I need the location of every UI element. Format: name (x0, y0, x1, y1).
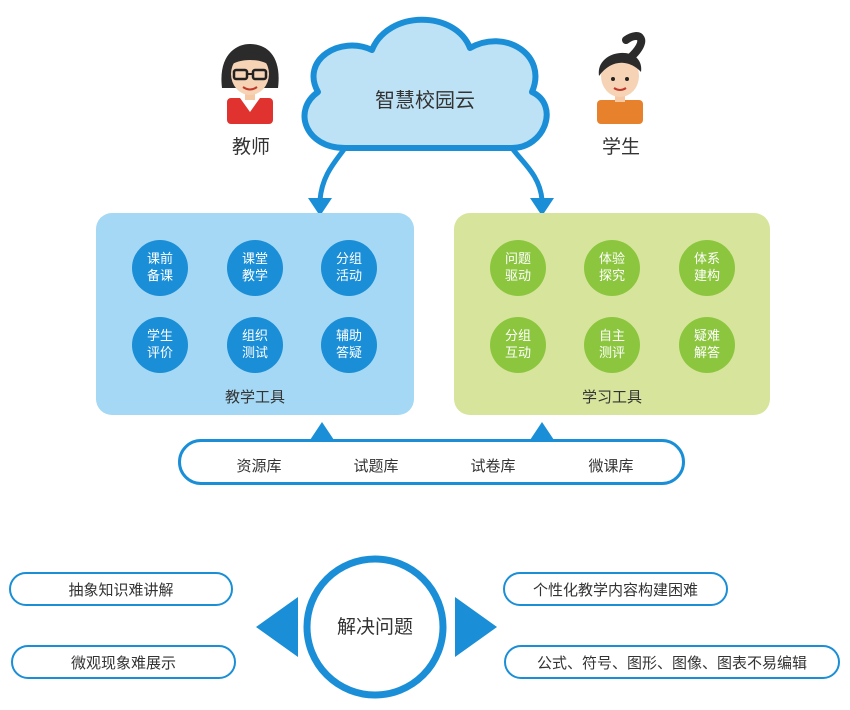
problem-pill: 抽象知识难讲解 (9, 572, 233, 606)
resource-item[interactable]: 资源库 (236, 457, 282, 475)
resource-item[interactable]: 试卷库 (470, 457, 516, 475)
cloud-to-learning-arrow (509, 146, 554, 216)
teacher-avatar-icon (221, 44, 279, 124)
solve-problem-label: 解决问题 (336, 616, 413, 638)
teaching-tool-item[interactable]: 组织 测试 (227, 317, 283, 373)
problem-pill: 个性化教学内容构建困难 (503, 572, 728, 606)
student-avatar-icon (597, 32, 646, 124)
learning-tools-panel: 问题 驱动 体验 探究 体系 建构 分组 互动 自主 测评 疑难 解答 学习工具 (454, 213, 770, 415)
teaching-up-arrow (310, 422, 334, 440)
teaching-tools-panel: 课前 备课 课堂 教学 分组 活动 学生 评价 组织 测试 辅助 答疑 教学工具 (96, 213, 414, 415)
teaching-tools-label: 教学工具 (224, 388, 285, 406)
learning-tool-item[interactable]: 问题 驱动 (490, 240, 546, 296)
resource-item[interactable]: 微课库 (588, 457, 634, 475)
teaching-tool-item[interactable]: 分组 活动 (321, 240, 377, 296)
learning-tools-label: 学习工具 (581, 388, 642, 406)
learning-tool-item[interactable]: 体系 建构 (679, 240, 735, 296)
resource-bar: 资源库 试题库 试卷库 微课库 (178, 439, 685, 485)
learning-tool-item[interactable]: 分组 互动 (490, 317, 546, 373)
solve-problem-ring (303, 555, 447, 699)
left-triangle-arrow (256, 597, 298, 657)
resource-item[interactable]: 试题库 (353, 457, 399, 475)
right-triangle-arrow (455, 597, 497, 657)
teaching-tool-item[interactable]: 学生 评价 (132, 317, 188, 373)
cloud-label: 智慧校园云 (375, 88, 475, 112)
cloud-icon (301, 16, 550, 151)
teaching-tool-item[interactable]: 辅助 答疑 (321, 317, 377, 373)
learning-up-arrow (530, 422, 554, 440)
teaching-tool-item[interactable]: 课前 备课 (132, 240, 188, 296)
learning-tool-item[interactable]: 自主 测评 (584, 317, 640, 373)
problem-pill: 微观现象难展示 (11, 645, 236, 679)
student-label: 学生 (601, 136, 640, 158)
teaching-tool-item[interactable]: 课堂 教学 (227, 240, 283, 296)
cloud-to-teaching-arrow (308, 146, 348, 216)
problem-pill: 公式、符号、图形、图像、图表不易编辑 (504, 645, 840, 679)
learning-tool-item[interactable]: 疑难 解答 (679, 317, 735, 373)
teacher-label: 教师 (231, 136, 270, 158)
learning-tool-item[interactable]: 体验 探究 (584, 240, 640, 296)
